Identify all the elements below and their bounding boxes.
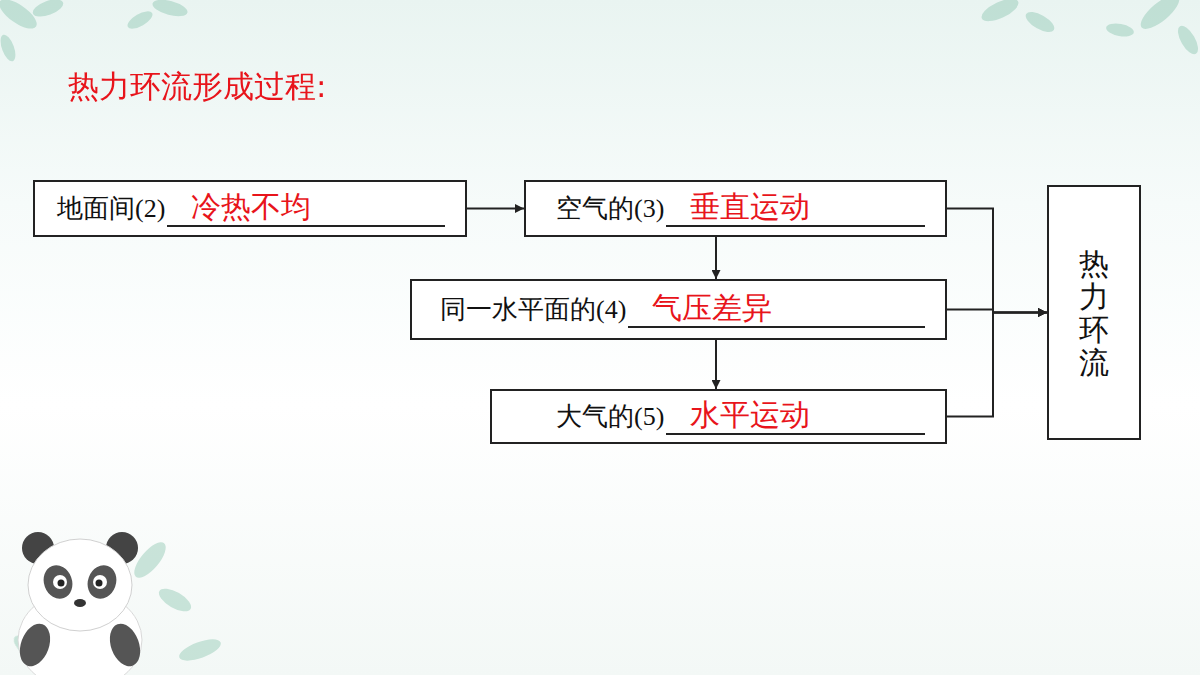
prompt-label: 地面间(2): [57, 191, 165, 226]
prompt-label: 同一水平面的(4): [440, 292, 626, 327]
answer-blank: 冷热不均: [167, 190, 445, 227]
process-box: 空气的(3)垂直运动: [524, 180, 947, 237]
answer-blank: 水平运动: [666, 398, 925, 435]
prompt-label: 大气的(5): [556, 399, 664, 434]
prompt-label: 空气的(3): [556, 191, 664, 226]
flow-arrow: [947, 313, 1047, 417]
answer-blank: 气压差异: [628, 291, 925, 328]
slide-title: 热力环流形成过程:: [68, 66, 326, 108]
result-box: 热力环流: [1047, 185, 1141, 440]
flow-arrow: [715, 237, 717, 279]
leaves-top-right: [978, 0, 1200, 57]
leaves-top-left: [0, 0, 189, 63]
process-box: 地面间(2)冷热不均: [33, 180, 467, 237]
flow-arrow: [467, 208, 524, 210]
process-box: 同一水平面的(4)气压差异: [410, 279, 947, 340]
answer-blank: 垂直运动: [666, 190, 925, 227]
flow-arrow: [947, 209, 1047, 313]
flow-arrow: [715, 340, 717, 389]
panda-illustration: [14, 532, 145, 675]
process-box: 大气的(5)水平运动: [490, 389, 947, 444]
vertical-label: 热力环流: [1079, 247, 1109, 379]
